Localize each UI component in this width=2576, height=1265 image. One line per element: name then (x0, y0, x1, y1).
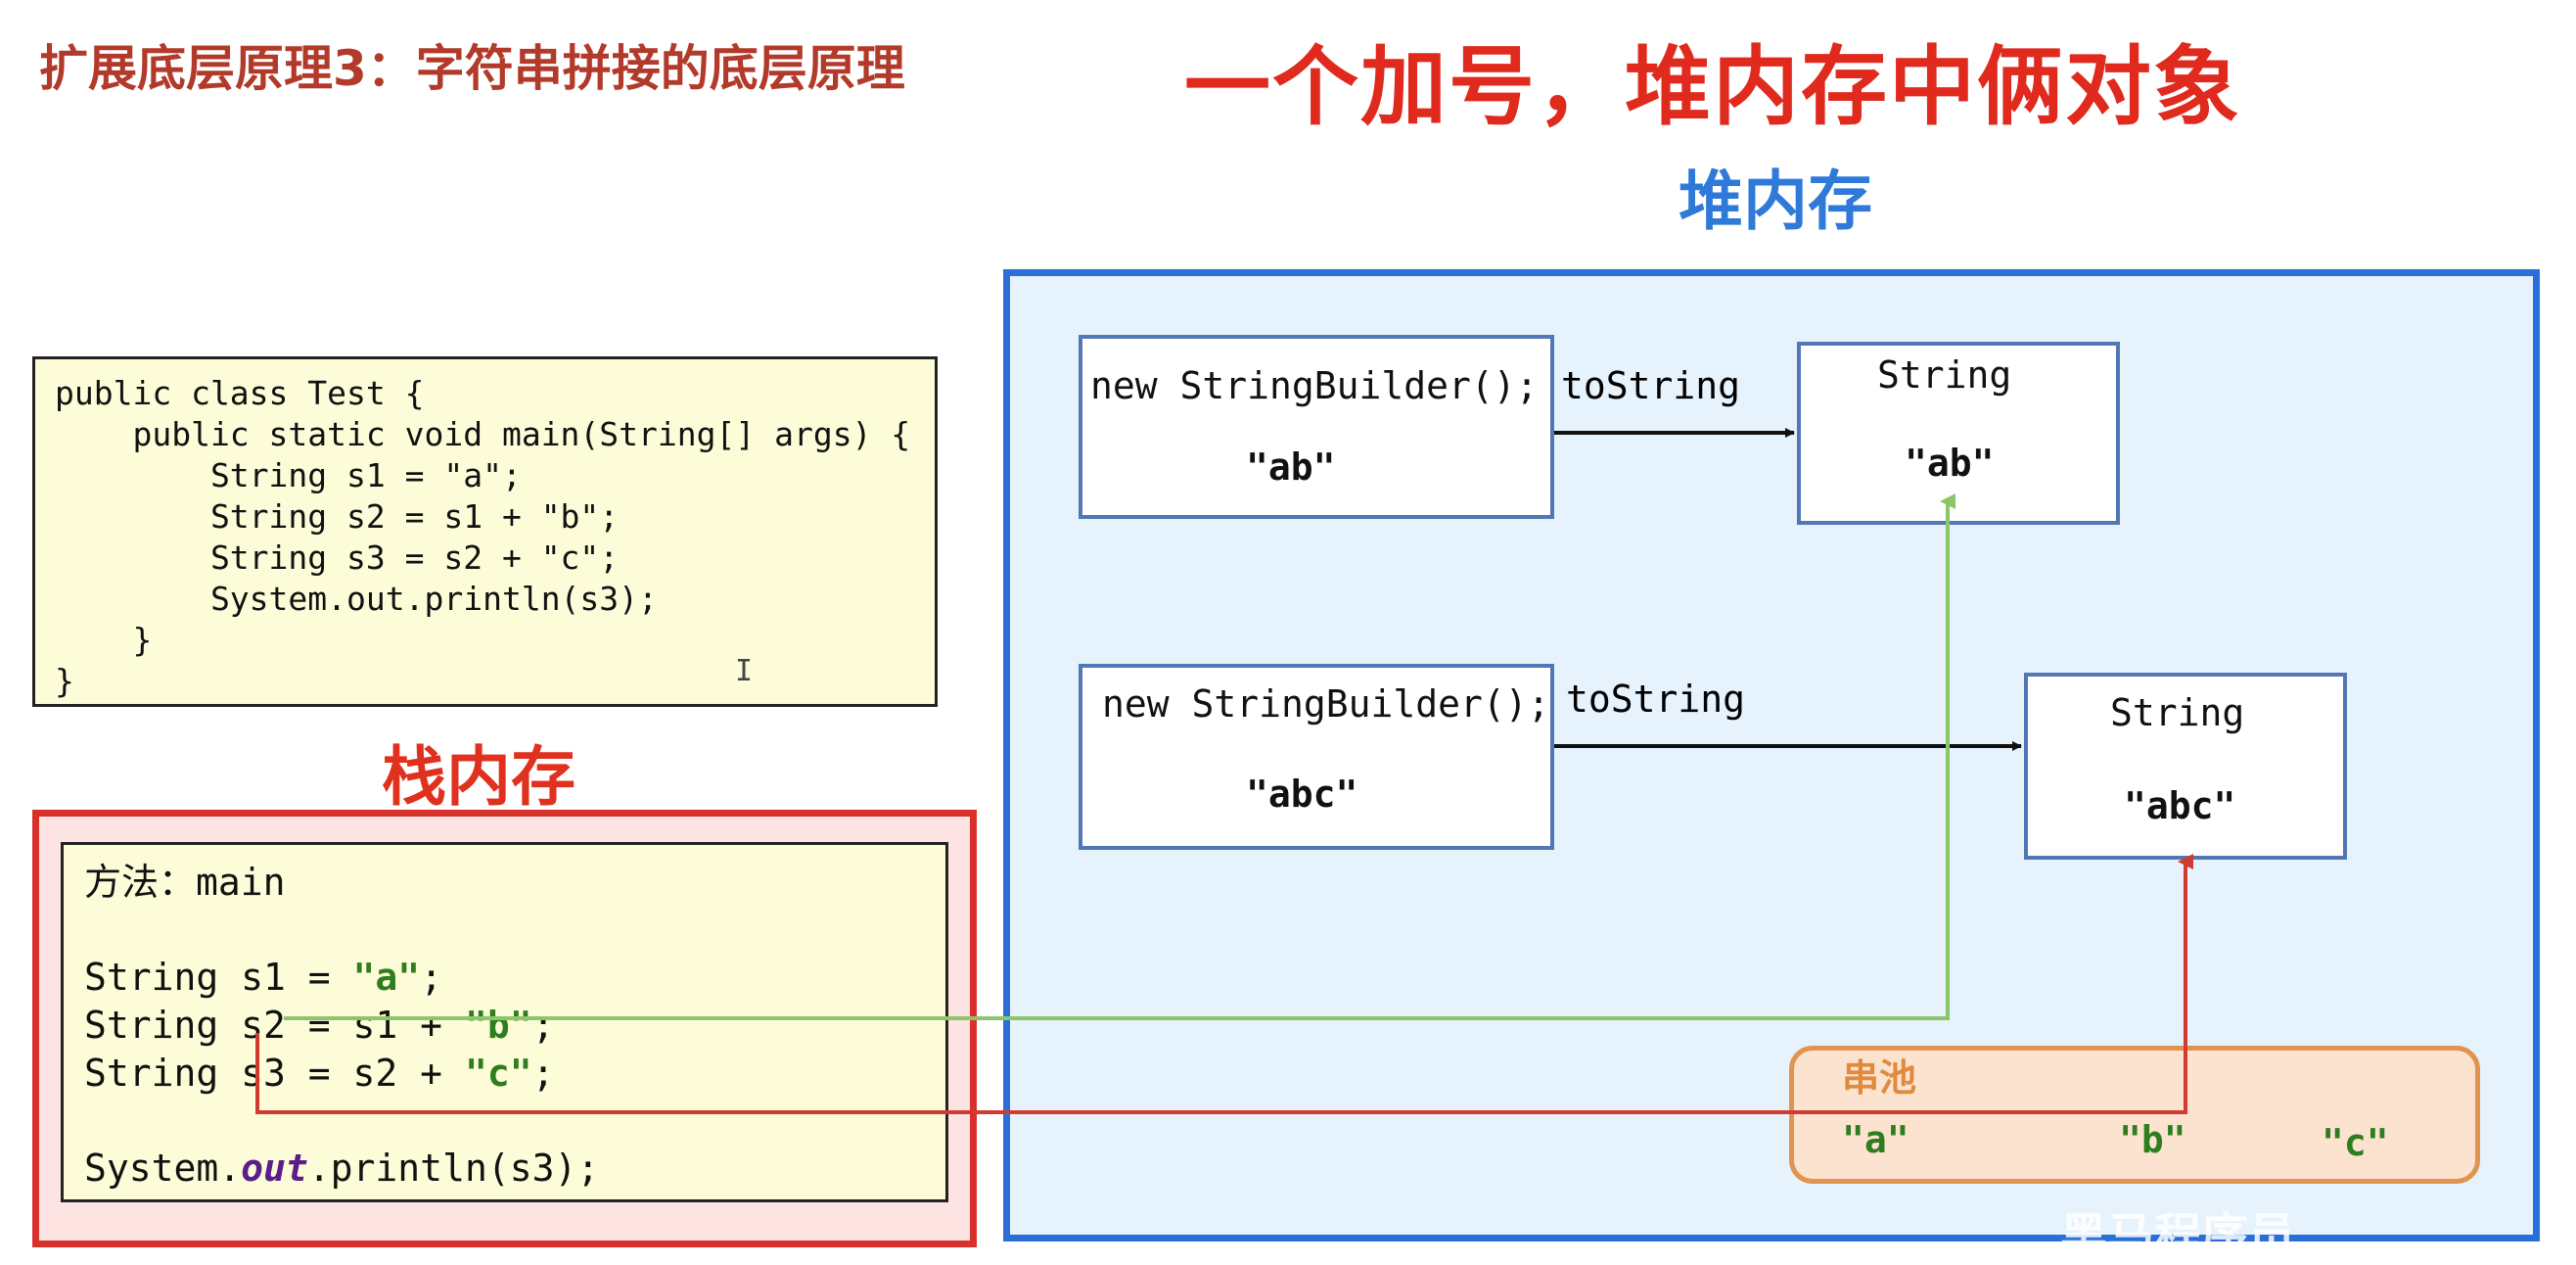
string-pool-region (1789, 1046, 2480, 1184)
string-value: "abc" (2124, 784, 2236, 827)
string-type-label: String (2110, 691, 2245, 734)
pool-item-c: "c" (2322, 1121, 2389, 1164)
tostring-label-1: toString (1561, 364, 1741, 407)
stringbuilder-object-ab: new StringBuilder(); "ab" (1079, 335, 1554, 519)
code-line: String s3 = s2 + "c"; (55, 539, 620, 577)
tostring-label-2: toString (1566, 678, 1746, 721)
stringbuilder-value: "ab" (1246, 445, 1336, 489)
stack-memory-label: 栈内存 (382, 739, 575, 815)
code-line: String s1 = "a"; (55, 456, 522, 494)
heap-memory-label: 堆内存 (1679, 164, 1872, 239)
frame-line-s1: String s1 = "a"; (84, 956, 443, 999)
headline: 一个加号，堆内存中俩对象 (1184, 36, 2242, 137)
main-stack-frame: 方法：main String s1 = "a"; String s2 = s1 … (61, 842, 948, 1202)
text-cursor-icon: I (735, 654, 754, 688)
stringbuilder-object-abc: new StringBuilder(); "abc" (1079, 664, 1554, 850)
code-snippet: public class Test { public static void m… (32, 356, 938, 707)
pool-item-a: "a" (1842, 1118, 1909, 1161)
string-object-ab: String "ab" (1797, 342, 2120, 525)
frame-line-s2: String s2 = s1 + "b"; (84, 1004, 555, 1047)
slide-title: 扩展底层原理3：字符串拼接的底层原理 (39, 40, 905, 97)
stringbuilder-label: new StringBuilder(); (1090, 364, 1539, 407)
watermark-logo: 黑马程序员 (2060, 1208, 2296, 1263)
frame-line-s3: String s3 = s2 + "c"; (84, 1052, 555, 1095)
frame-line-println: System.out.println(s3); (84, 1147, 600, 1190)
s3-reference-line (255, 854, 2193, 1114)
frame-method-label: 方法：main (84, 861, 286, 904)
code-line: } (55, 621, 153, 659)
code-line: } (55, 662, 74, 700)
s2-reference-line (284, 493, 1955, 1020)
pool-item-b: "b" (2119, 1118, 2186, 1161)
stringbuilder-label: new StringBuilder(); (1102, 682, 1550, 726)
code-line: System.out.println(s3); (55, 580, 658, 618)
stringbuilder-value: "abc" (1246, 773, 1358, 816)
string-pool-label: 串池 (1842, 1056, 1917, 1100)
code-line: String s2 = s1 + "b"; (55, 497, 620, 536)
code-line: public static void main(String[] args) { (55, 415, 911, 453)
string-type-label: String (1877, 353, 2012, 397)
string-value: "ab" (1905, 442, 1995, 485)
code-line: public class Test { (55, 374, 425, 412)
